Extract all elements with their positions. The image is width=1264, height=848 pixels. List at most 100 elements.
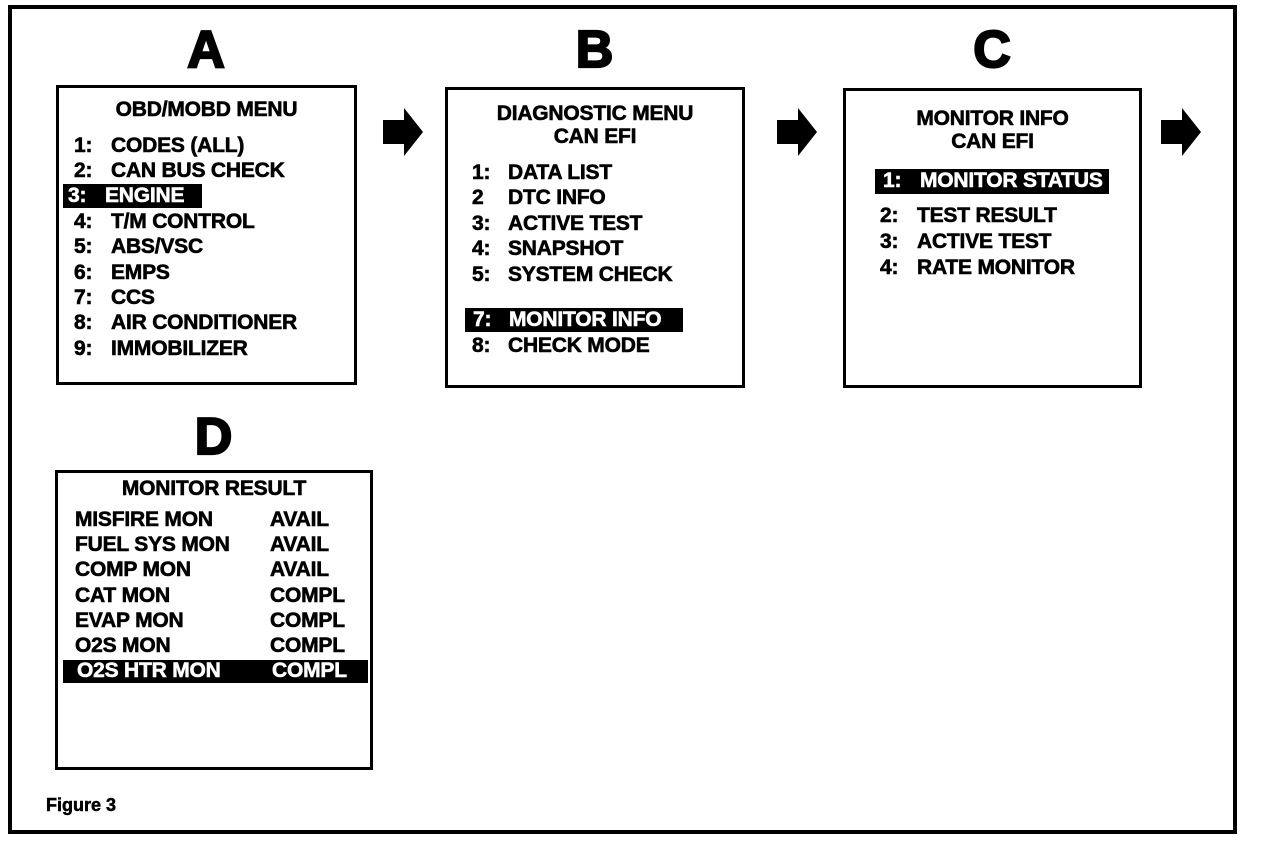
menu-item-label: ENGINE xyxy=(105,184,185,208)
right-arrow-icon xyxy=(777,108,817,156)
monitor-name: CAT MON xyxy=(75,583,171,607)
monitor-name: MISFIRE MON xyxy=(75,507,214,531)
menu-item-label: CODES (ALL) xyxy=(111,133,245,157)
menu-item-list: 1: CODES (ALL) 2: CAN BUS CHECK 3: ENGINE 4… xyxy=(59,133,354,362)
monitor-status: COMPL xyxy=(270,608,346,633)
menu-item-label: TEST RESULT xyxy=(917,204,1058,228)
menu-item: 2 DTC INFO xyxy=(448,186,742,212)
monitor-status: AVAIL xyxy=(270,532,330,557)
menu-item-label: ACTIVE TEST xyxy=(917,230,1052,254)
menu-item-number: 6: xyxy=(74,260,93,284)
menu-item-label: ACTIVE TEST xyxy=(508,211,643,235)
menu-item: 5: SYSTEM CHECK xyxy=(448,262,742,288)
menu-item-number: 7: xyxy=(473,308,492,332)
monitor-name: O2S MON xyxy=(75,634,171,658)
menu-item: 7: CCS xyxy=(59,285,354,310)
menu-item-label: SNAPSHOT xyxy=(508,237,624,261)
menu-item-label: SYSTEM CHECK xyxy=(508,262,673,286)
menu-item-number: 5: xyxy=(472,262,491,286)
monitor-name: FUEL SYS MON xyxy=(75,532,231,557)
menu-item-number: 1: xyxy=(883,169,902,193)
menu-gap xyxy=(448,288,742,308)
menu-item-number: 1: xyxy=(74,133,93,157)
menu-item-selected: 3: ENGINE xyxy=(59,184,354,209)
monitor-status: AVAIL xyxy=(270,507,330,531)
screen-title: MONITOR RESULT xyxy=(121,477,307,501)
menu-item-list: 1: DATA LIST 2 DTC INFO 3: ACTIVE TEST 4: SN… xyxy=(448,160,742,359)
menu-item-label: AIR CONDITIONER xyxy=(111,311,298,335)
menu-item: 2: TEST RESULT xyxy=(846,203,1139,229)
monitor-status: COMPL xyxy=(270,634,346,658)
screen-title: MONITOR INFO CAN EFI xyxy=(846,107,1139,154)
menu-item: 6: EMPS xyxy=(59,260,354,285)
screen-title: DIAGNOSTIC MENU CAN EFI xyxy=(448,102,742,149)
monitor-row: O2S MON COMPL xyxy=(58,633,370,658)
menu-item: 1: CODES (ALL) xyxy=(59,133,354,158)
screen-monitor-result: MONITOR RESULT MISFIRE MON AVAIL FUEL SYS… xyxy=(55,470,373,770)
menu-item: 1: DATA LIST xyxy=(448,160,742,186)
menu-item-selected: 1:MONITOR STATUS xyxy=(846,168,1139,194)
monitor-result-list: MISFIRE MON AVAIL FUEL SYS MON AVAIL COMP … xyxy=(58,507,370,684)
menu-item: 9: IMMOBILIZER xyxy=(59,336,354,361)
monitor-row: MISFIRE MON AVAIL xyxy=(58,507,370,532)
menu-item-selected: 7: MONITOR INFO xyxy=(448,308,742,334)
menu-item-number: 8: xyxy=(472,333,491,357)
monitor-status: AVAIL xyxy=(270,558,330,582)
menu-item-number: 2 xyxy=(472,186,484,210)
menu-item-number: 5: xyxy=(74,235,93,259)
menu-item-number: 3: xyxy=(472,211,491,235)
menu-item-number: 2: xyxy=(880,204,899,228)
menu-item-number: 3: xyxy=(68,184,87,208)
monitor-name: EVAP MON xyxy=(75,608,184,633)
menu-item-label: CHECK MODE xyxy=(508,333,650,357)
monitor-row: CAT MON COMPL xyxy=(58,583,370,608)
menu-item-label: CCS xyxy=(111,286,156,310)
menu-item-label: ABS/VSC xyxy=(111,235,204,259)
menu-item-label: RATE MONITOR xyxy=(917,256,1076,280)
step-label-c: C xyxy=(972,21,1012,79)
menu-item-label: IMMOBILIZER xyxy=(111,336,248,361)
menu-item-label: DATA LIST xyxy=(508,160,613,184)
monitor-name: O2S HTR MON xyxy=(77,659,221,683)
menu-item: 4: SNAPSHOT xyxy=(448,237,742,263)
menu-item: 3: ACTIVE TEST xyxy=(448,211,742,237)
monitor-row: COMP MON AVAIL xyxy=(58,558,370,583)
right-arrow-icon xyxy=(1161,108,1201,156)
menu-item-label: CAN BUS CHECK xyxy=(111,159,285,183)
menu-item-label: EMPS xyxy=(111,260,171,284)
menu-item-number: 2: xyxy=(74,159,93,183)
menu-item-label: DTC INFO xyxy=(508,186,606,210)
menu-item-number: 1: xyxy=(472,160,491,184)
menu-item: 8: AIR CONDITIONER xyxy=(59,311,354,336)
menu-item-number: 9: xyxy=(74,336,93,361)
menu-item-list: 1:MONITOR STATUS 2: TEST RESULT 3:ACTIVE … xyxy=(846,168,1139,281)
monitor-name: COMP MON xyxy=(75,558,192,582)
right-arrow-icon xyxy=(383,108,423,156)
menu-item: 8: CHECK MODE xyxy=(448,333,742,359)
menu-item-number: 4: xyxy=(74,209,93,234)
menu-item: 5: ABS/VSC xyxy=(59,235,354,260)
screen-diagnostic-menu: DIAGNOSTIC MENU CAN EFI 1: DATA LIST 2 DTC… xyxy=(445,87,745,388)
menu-item: 3:ACTIVE TEST xyxy=(846,229,1139,255)
menu-item: 4: RATE MONITOR xyxy=(846,255,1139,281)
figure-caption: Figure 3 xyxy=(46,795,117,816)
step-label-b: B xyxy=(575,21,615,79)
monitor-status: COMPL xyxy=(272,659,348,683)
screen-title-line1: MONITOR INFO xyxy=(916,107,1069,131)
monitor-status: COMPL xyxy=(270,583,346,607)
screen-monitor-info: MONITOR INFO CAN EFI 1:MONITOR STATUS 2:… xyxy=(843,88,1142,388)
step-label-d: D xyxy=(194,408,234,466)
step-label-a: A xyxy=(186,21,226,79)
menu-item-number: 4: xyxy=(472,237,491,261)
monitor-row: FUEL SYS MON AVAIL xyxy=(58,532,370,557)
menu-item: 4:T/M CONTROL xyxy=(59,209,354,234)
screen-obd-mobd-menu: OBD/MOBD MENU 1: CODES (ALL) 2: CAN BUS CH… xyxy=(56,85,357,385)
menu-item-number: 4: xyxy=(880,256,899,280)
menu-item-number: 7: xyxy=(74,286,93,310)
screen-title: OBD/MOBD MENU xyxy=(115,98,298,122)
screen-title-line2: CAN EFI xyxy=(553,125,637,149)
menu-item-number: 8: xyxy=(74,311,93,335)
menu-item-label: MONITOR INFO xyxy=(509,308,662,332)
monitor-row-selected: O2S HTR MON COMPL xyxy=(58,659,370,684)
